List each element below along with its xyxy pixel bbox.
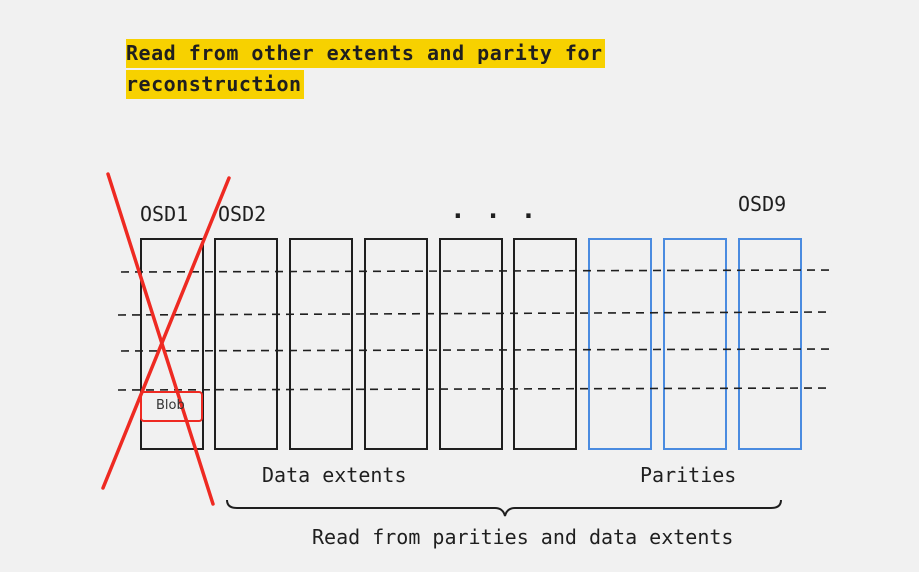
title-line-1: Read from other extents and parity for: [126, 39, 605, 68]
parities-label: Parities: [640, 463, 737, 487]
osd5-extent-box: [439, 238, 503, 450]
osd2-label: OSD2: [218, 202, 267, 226]
stripe-line-4: [117, 387, 833, 391]
stripe-lines: [117, 269, 836, 391]
failure-cross-stroke-2: [101, 176, 231, 490]
osd9-parity-box: [738, 238, 802, 450]
osd8-parity-box: [663, 238, 727, 450]
brace-label: Read from parities and data extents: [312, 525, 734, 549]
stripe-line-3: [120, 348, 836, 352]
title-line-2: reconstruction: [126, 70, 304, 99]
osd1-extent-box: [140, 238, 204, 450]
brace: [226, 499, 782, 517]
osd3-extent-box: [289, 238, 353, 450]
blob-box: [140, 391, 203, 422]
osd6-extent-box: [513, 238, 577, 450]
failure-cross-stroke-1: [106, 172, 215, 506]
data-extent-boxes: [140, 238, 577, 450]
stripe-line-1: [120, 269, 836, 273]
osd7-parity-box: [588, 238, 652, 450]
stripe-line-2: [117, 311, 833, 316]
blob-label: Blob: [156, 398, 185, 413]
osd1-label: OSD1: [140, 202, 189, 226]
failure-cross: [101, 172, 231, 506]
data-extents-label: Data extents: [262, 463, 407, 487]
osd9-label: OSD9: [738, 192, 787, 216]
parity-boxes: [588, 238, 802, 450]
ellipsis: . . .: [450, 195, 539, 225]
osd4-extent-box: [364, 238, 428, 450]
osd2-extent-box: [214, 238, 278, 450]
